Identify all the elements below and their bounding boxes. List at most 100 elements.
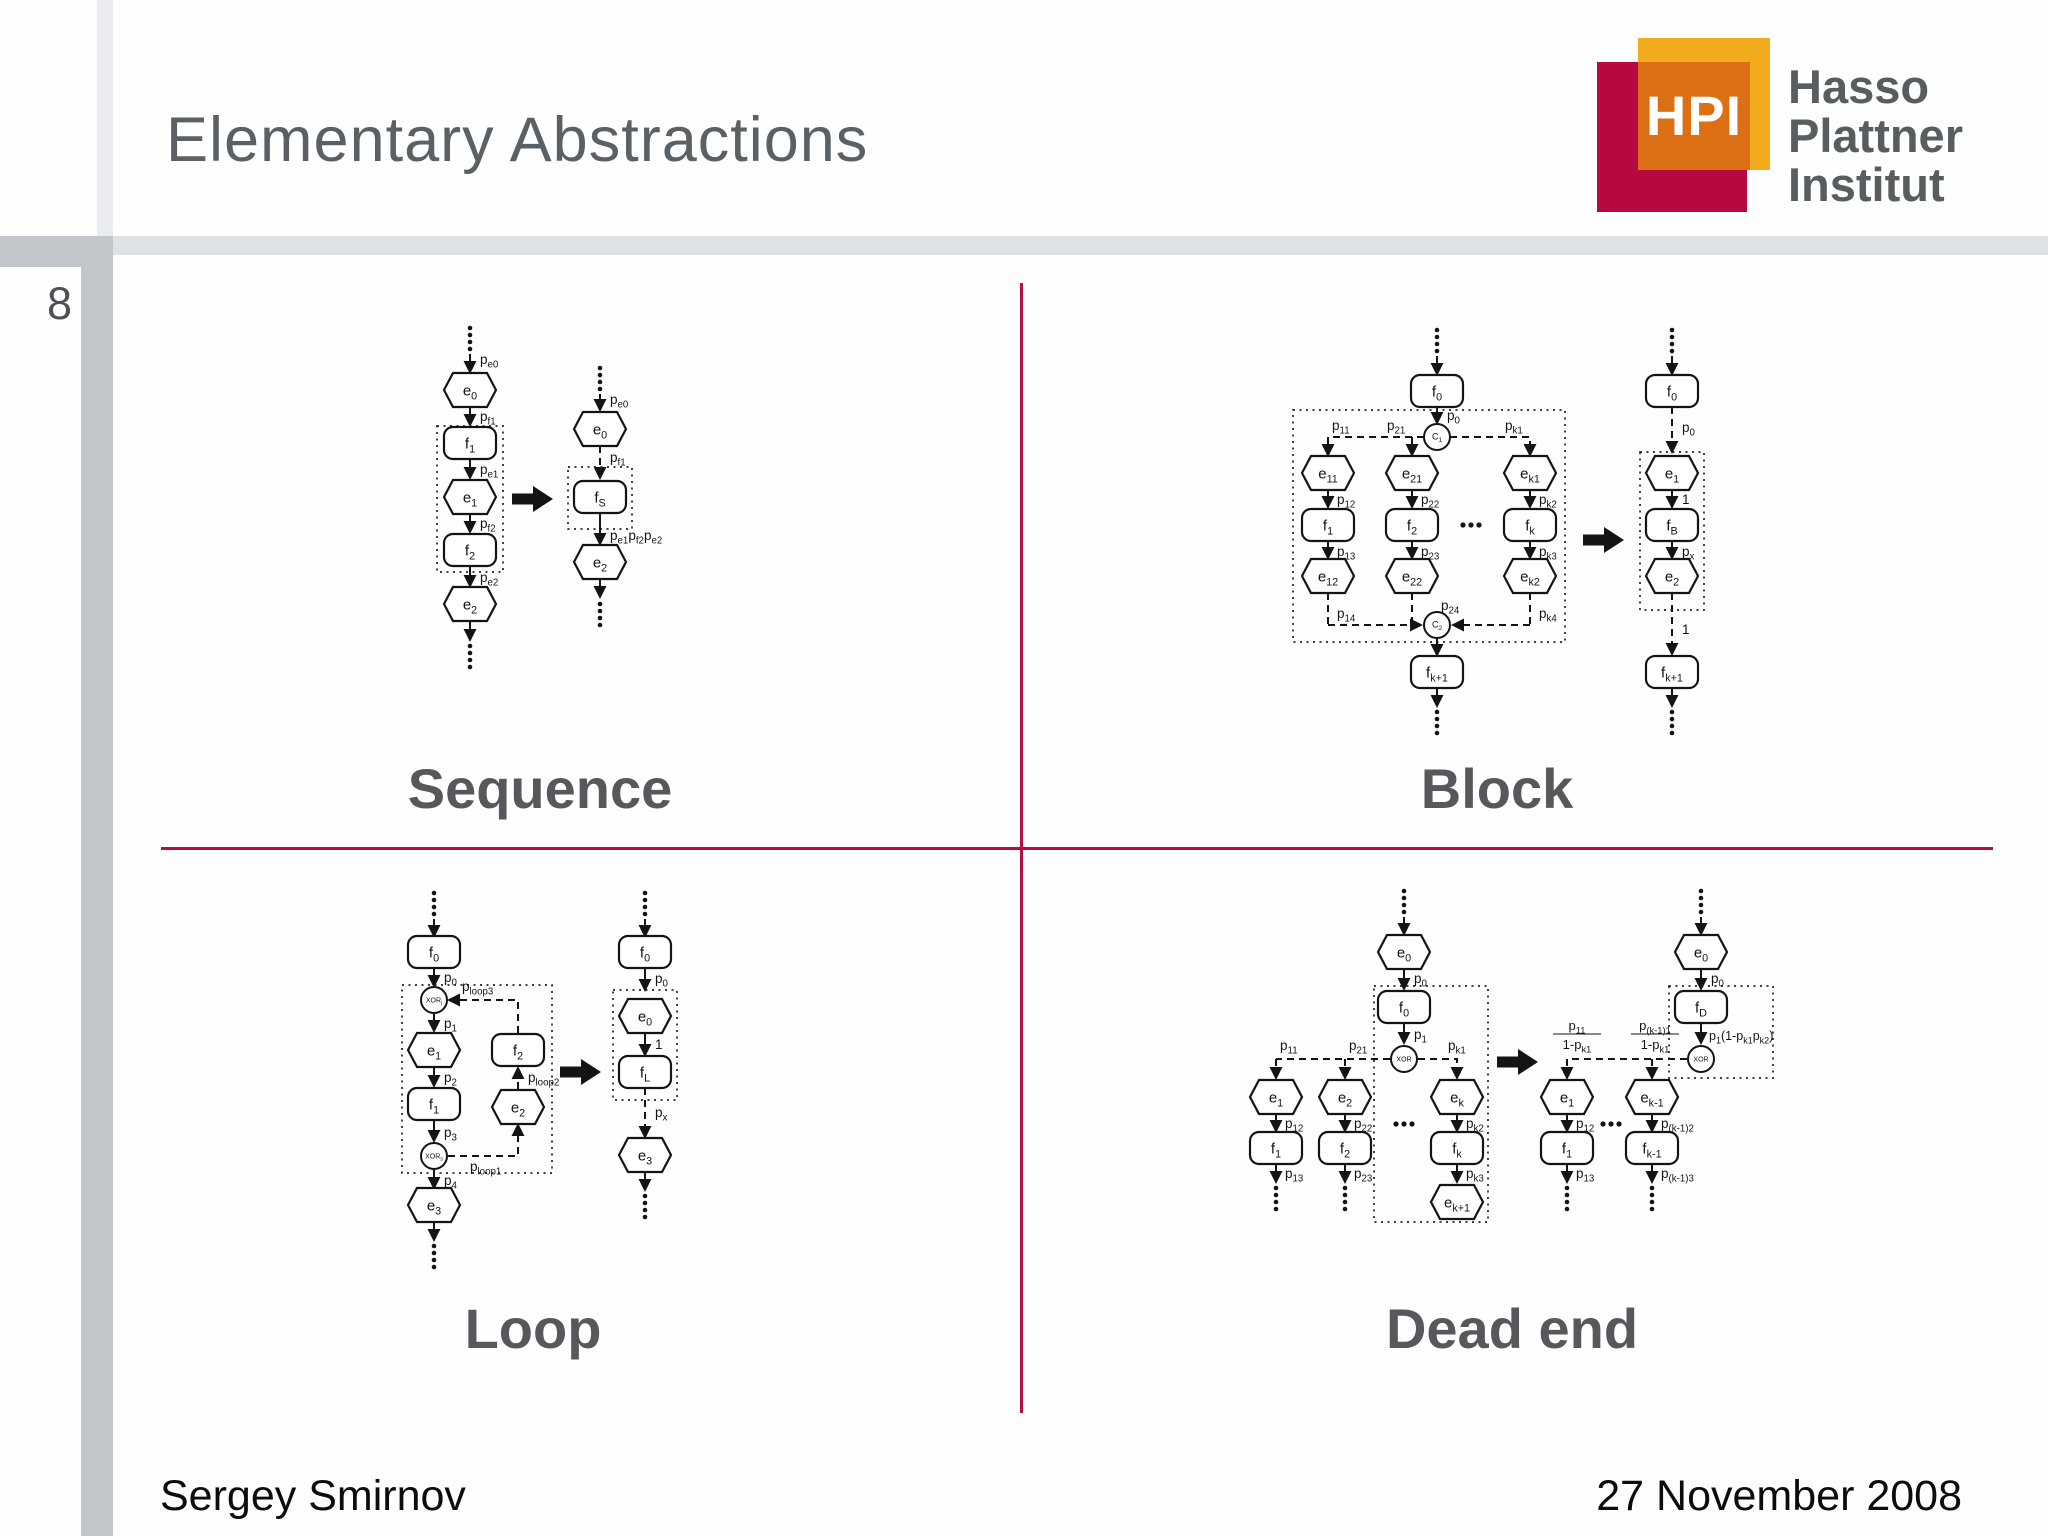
- continuation-dots: [1669, 334, 1675, 340]
- fragment-boundary: [567, 466, 633, 530]
- logo-wordmark-line2: Plattner: [1788, 109, 1963, 162]
- connector-node: [420, 986, 448, 1014]
- probability-label: p0: [1711, 971, 1725, 990]
- continuation-dots: [1564, 1206, 1570, 1212]
- probability-label: pe0: [610, 392, 629, 411]
- continuation-dots: [431, 1250, 437, 1256]
- probability-label: p1: [1414, 1027, 1427, 1046]
- continuation-dots: [1564, 1185, 1570, 1191]
- function-node: [1409, 373, 1465, 409]
- event-node-label: ek-1: [1640, 1090, 1663, 1110]
- continuation-dots: [467, 339, 473, 345]
- continuation-dots: [1434, 334, 1440, 340]
- page-number: 8: [46, 278, 72, 329]
- continuation-dots: [1434, 723, 1440, 729]
- event-node: [1644, 454, 1700, 492]
- quadrant-title-deadend: Dead end: [1385, 1297, 1639, 1360]
- function-node: [442, 425, 498, 461]
- probability-label: 1: [1682, 492, 1690, 507]
- connector-node-label: XOR: [1693, 1057, 1708, 1064]
- event-node-label: ek+1: [1444, 1195, 1470, 1215]
- continuation-dots: [1342, 1199, 1348, 1205]
- event-node-label: ek: [1450, 1090, 1464, 1110]
- continuation-dots: [1649, 1192, 1655, 1198]
- event-node: [406, 1031, 462, 1069]
- function-node-label: fk-1: [1642, 1141, 1661, 1161]
- continuation-dots: [467, 346, 473, 352]
- event-node-label: e21: [1402, 466, 1422, 486]
- probability-label: p0: [1447, 408, 1461, 427]
- continuation-dots: [642, 1200, 648, 1206]
- fragment-boundary: [1292, 409, 1566, 643]
- continuation-dots: [1273, 1199, 1279, 1205]
- probability-fraction-numerator: p(k-1)1: [1639, 1018, 1671, 1036]
- probability-label: pe2: [480, 570, 498, 589]
- continuation-dots: [1342, 1206, 1348, 1212]
- event-node: [1248, 1078, 1304, 1116]
- probability-label: p13: [1576, 1166, 1594, 1185]
- event-node-label: e2: [1338, 1090, 1352, 1110]
- event-node: [442, 585, 498, 623]
- probability-label: p23: [1421, 544, 1439, 563]
- fragment-boundary: [1373, 985, 1489, 1223]
- event-node-label: e11: [1318, 466, 1338, 486]
- continuation-dots: [1564, 1192, 1570, 1198]
- continuation-dots: [597, 379, 603, 385]
- probability-label: p2: [444, 1070, 457, 1089]
- function-node: [490, 1032, 546, 1068]
- probability-label: p14: [1337, 606, 1356, 625]
- function-node: [1317, 1130, 1373, 1166]
- event-node: [1429, 1078, 1485, 1116]
- continuation-dots: [1273, 1206, 1279, 1212]
- function-node: [617, 934, 673, 970]
- function-node: [1429, 1130, 1485, 1166]
- continuation-dots: [1273, 1185, 1279, 1191]
- event-node-label: e1: [463, 490, 477, 510]
- continuation-dots: [1669, 341, 1675, 347]
- probability-label: p24: [1441, 598, 1460, 617]
- logo-wordmark-line1: Hasso: [1788, 60, 1930, 113]
- probability-label: p3: [444, 1125, 457, 1144]
- quadrant-title-block: Block: [1420, 757, 1574, 820]
- probability-label: p0: [655, 971, 669, 990]
- probability-label: 1: [655, 1037, 663, 1052]
- continuation-dots: [642, 890, 648, 896]
- probability-label: p13: [1337, 544, 1355, 563]
- function-node-label: f2: [1340, 1141, 1350, 1161]
- probability-label: p1: [444, 1016, 457, 1035]
- continuation-dots: [1401, 902, 1407, 908]
- function-node: [1644, 373, 1700, 409]
- continuation-dots: [1401, 895, 1407, 901]
- continuation-dots: [642, 904, 648, 910]
- probability-label: p12: [1576, 1116, 1594, 1135]
- function-node-label: fk+1: [1426, 665, 1448, 685]
- function-node-label: f1: [429, 1097, 439, 1117]
- ellipsis-dots: [1476, 522, 1482, 528]
- template-vertical-rail: [81, 236, 113, 1536]
- event-node-label: e0: [1694, 945, 1708, 965]
- event-node-label: e1: [1665, 466, 1679, 486]
- probability-label: p0: [1682, 420, 1696, 439]
- probability-label: pk1: [1448, 1038, 1466, 1057]
- probability-fraction-numerator: p11: [1569, 1018, 1586, 1036]
- ellipsis-dots: [1460, 522, 1466, 528]
- function-node-label: f0: [1399, 1000, 1409, 1020]
- event-node: [1300, 454, 1356, 492]
- ellipsis-dots: [1608, 1121, 1614, 1127]
- continuation-dots: [1669, 348, 1675, 354]
- probability-label: p21: [1387, 418, 1405, 437]
- ellipsis-dots: [1393, 1121, 1399, 1127]
- function-node-label: fk: [1452, 1141, 1462, 1161]
- continuation-dots: [1698, 895, 1704, 901]
- continuation-dots: [1669, 327, 1675, 333]
- event-node-label: e3: [427, 1198, 441, 1218]
- probability-label: p11: [1280, 1038, 1298, 1057]
- event-node: [406, 1186, 462, 1224]
- continuation-dots: [1649, 1206, 1655, 1212]
- function-node-label: f2: [465, 543, 475, 563]
- function-node: [572, 479, 628, 515]
- probability-label: p(k-1)2: [1661, 1116, 1694, 1135]
- dashed-flow-arrow: [1450, 436, 1537, 457]
- fragment-boundary: [401, 984, 553, 1174]
